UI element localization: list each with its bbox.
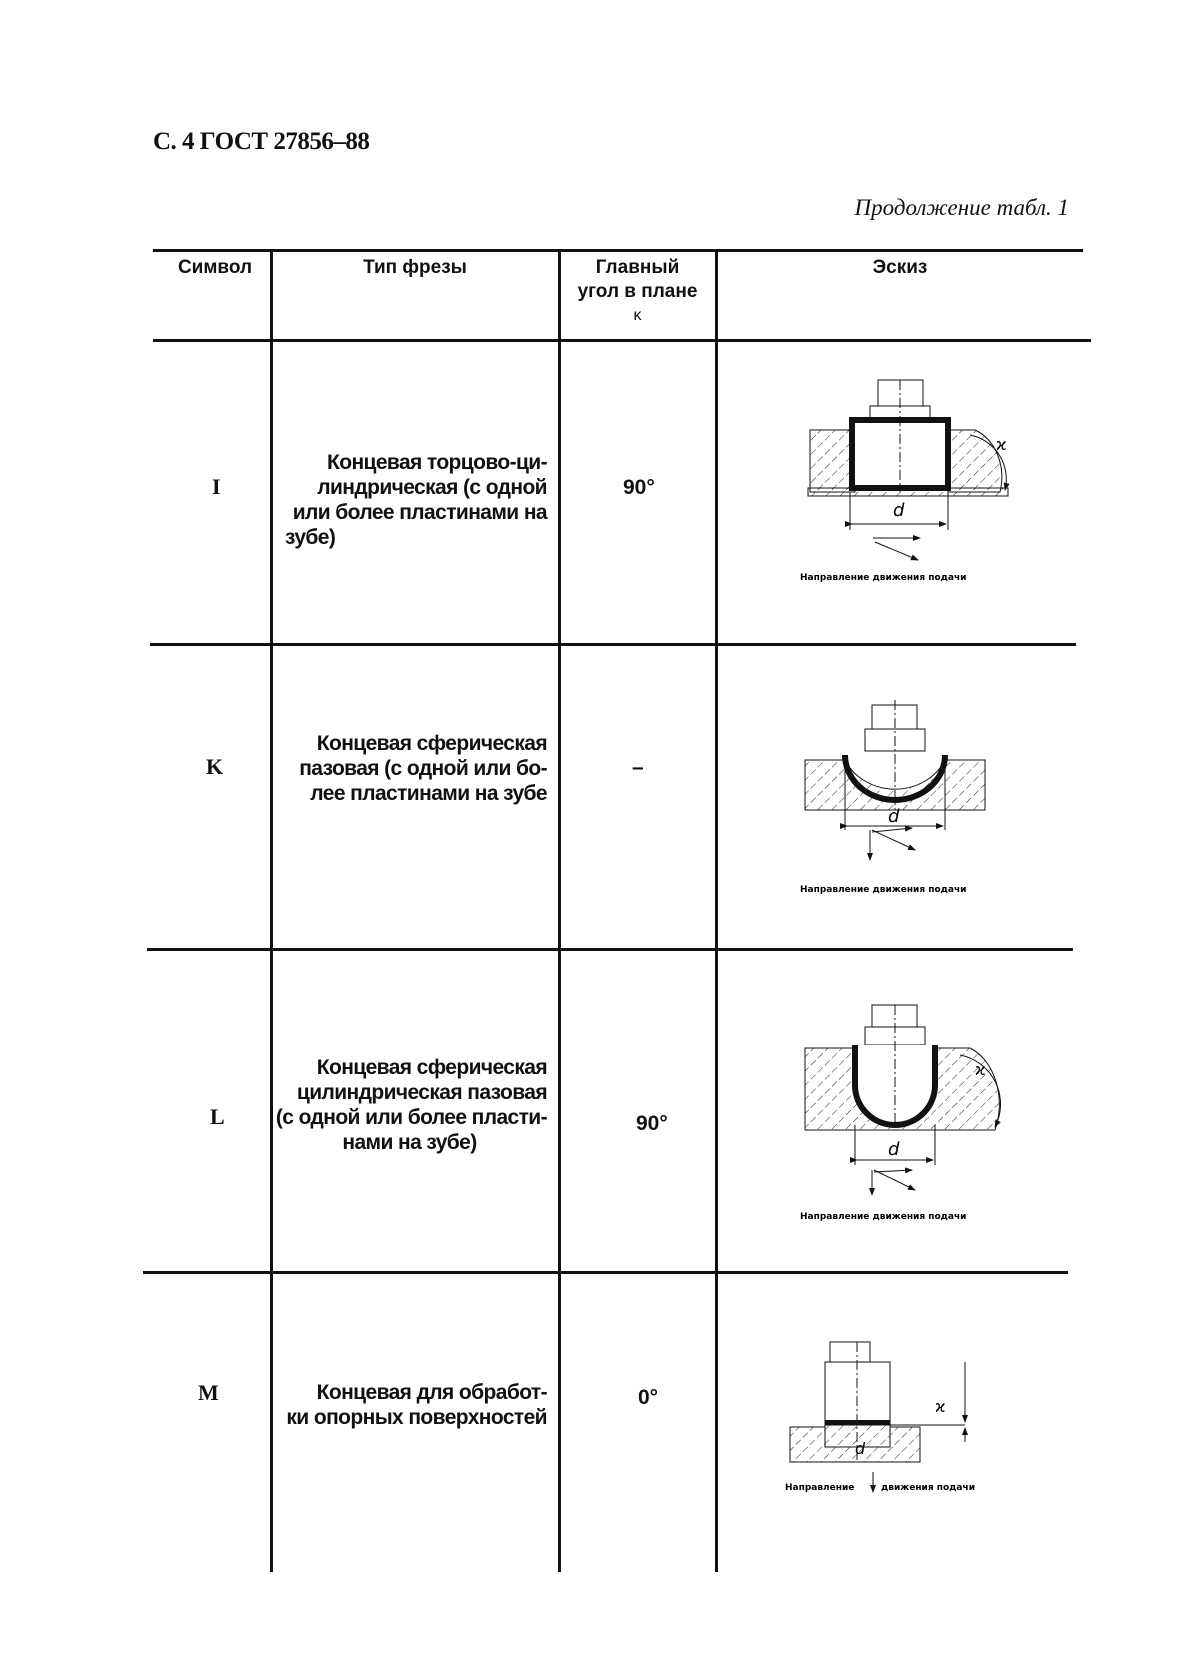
type-line: линдрическая (с одной — [317, 476, 547, 499]
cutting-angle: – — [632, 756, 644, 779]
cutting-angle: 90° — [636, 1112, 668, 1135]
column-divider — [270, 249, 273, 1572]
row-divider — [147, 948, 1073, 951]
kappa-label: ϰ — [996, 435, 1007, 454]
type-line: (с одной или более пласти- — [275, 1106, 548, 1129]
row-symbol: K — [206, 754, 224, 779]
row-divider — [150, 643, 1076, 646]
cutter-type: Концевая сферическая пазовая (с одной ил… — [280, 731, 547, 806]
feed-direction-caption-left: Направление — [785, 1483, 854, 1493]
kappa-label: ϰ — [935, 1397, 946, 1416]
column-header-angle: Главный угол в плане κ — [560, 256, 715, 328]
cutter-type: Концевая сферическая цилиндрическая пазо… — [272, 1055, 548, 1155]
type-line: Концевая торцово-ци- — [327, 451, 548, 474]
type-line: Концевая для обработ- — [316, 1381, 548, 1404]
cutter-type: Концевая для обработ- ки опорных поверхн… — [272, 1380, 547, 1430]
row-symbol: I — [212, 474, 221, 499]
sketch-spherical-cylindrical-slot-cutter: ϰ d Направление движения подачи — [800, 1004, 1020, 1225]
diameter-label: d — [888, 1139, 900, 1160]
type-line: Концевая сферическая — [316, 1056, 548, 1079]
cutter-type: Концевая торцово-ци- линдрическая (с одн… — [285, 450, 548, 550]
table-continuation-label: Продолжение табл. 1 — [854, 195, 1069, 220]
feed-direction-caption: Направление движения подачи — [800, 573, 967, 583]
column-header-symbol: Символ — [177, 257, 253, 278]
header-bottom-rule — [153, 339, 1091, 342]
type-line: цилиндрическая пазовая — [296, 1081, 548, 1104]
angle-header-line: Главный — [595, 257, 680, 278]
table-top-rule — [153, 249, 1083, 252]
feed-direction-caption-right: движения подачи — [881, 1483, 975, 1493]
type-line: пазовая (с одной или бо- — [299, 757, 547, 780]
cutting-angle: 90° — [623, 476, 655, 499]
feed-direction-caption: Направление движения подачи — [800, 1212, 967, 1222]
kappa-label: ϰ — [975, 1060, 986, 1079]
row-symbol: M — [198, 1380, 219, 1405]
type-line: ки опорных поверхностей — [286, 1406, 547, 1429]
column-header-sketch: Эскиз — [872, 257, 928, 278]
row-divider — [143, 1271, 1068, 1274]
row-symbol: L — [210, 1104, 225, 1129]
type-line: зубе) — [285, 526, 336, 549]
feed-direction-caption: Направление движения подачи — [800, 885, 967, 895]
type-line: нами на зубе) — [342, 1131, 477, 1154]
sketch-bearing-surface-cutter: ϰ d Направление движения подачи — [785, 1341, 1005, 1502]
diameter-label: d — [888, 806, 900, 827]
column-divider — [558, 249, 561, 1572]
column-header-type: Тип фрезы — [363, 257, 467, 278]
sketch-spherical-slot-cutter: d Направление движения подачи — [800, 700, 1000, 900]
column-divider — [715, 249, 718, 1572]
angle-header-line: угол в плане — [577, 281, 698, 302]
diameter-label: d — [893, 500, 905, 521]
diameter-label: d — [855, 1439, 866, 1458]
type-line: или более пластинами на — [292, 501, 548, 524]
angle-header-line: κ — [633, 307, 642, 324]
sketch-face-cylindrical-cutter: ϰ d Направление движения подачи — [800, 379, 1020, 590]
cutting-angle: 0° — [638, 1386, 659, 1409]
page-header-title: С. 4 ГОСТ 27856–88 — [153, 128, 370, 155]
type-line: лее пластинами на зубе — [310, 782, 547, 805]
type-line: Концевая сферическая — [316, 732, 548, 755]
